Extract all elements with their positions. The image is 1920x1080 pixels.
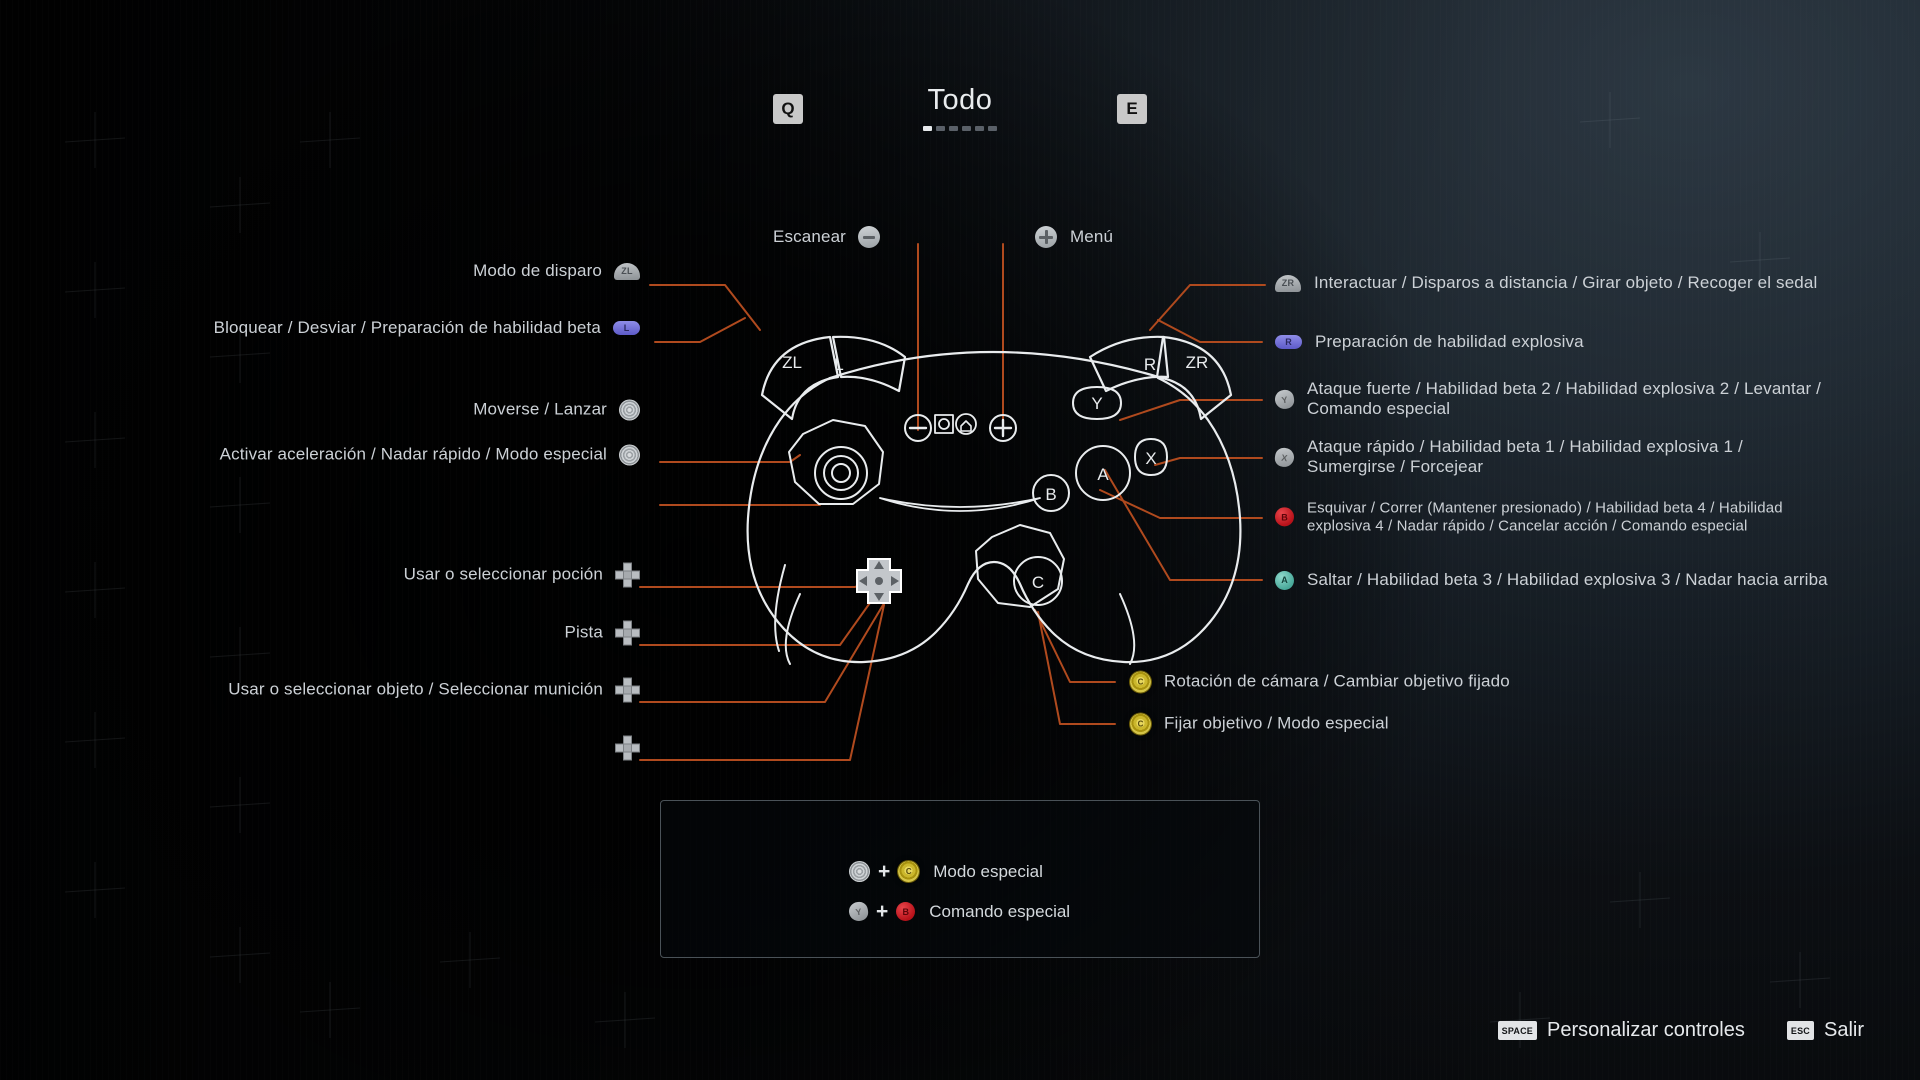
binding-label: Modo de disparo	[473, 260, 602, 280]
binding-row-left-6[interactable]: Usar o seleccionar objeto / Seleccionar …	[140, 677, 640, 703]
footer-action-label: Personalizar controles	[1547, 1019, 1745, 1041]
dpad-left-icon	[615, 620, 640, 646]
button-y-icon: Y	[847, 900, 870, 923]
footer-key-cap: ESC	[1786, 1021, 1814, 1040]
binding-row-right-1[interactable]: R Preparación de habilidad explosiva	[1275, 332, 1835, 352]
page-title: Todo	[927, 84, 993, 116]
page-dot	[949, 126, 958, 131]
footer-action-label: Salir	[1823, 1019, 1864, 1041]
binding-row-right-5[interactable]: A Saltar / Habilidad beta 3 / Habilidad e…	[1275, 570, 1835, 590]
binding-label: Preparación de habilidad explosiva	[1315, 331, 1584, 351]
trigger-zr-icon: ZR	[1275, 274, 1301, 292]
binding-row-left-4[interactable]: Usar o seleccionar poción	[140, 562, 640, 588]
combo-label: Comando especial	[929, 901, 1071, 921]
prev-category-key[interactable]: Q	[773, 93, 803, 124]
binding-row-left-1[interactable]: Bloquear / Desviar / Preparación de habi…	[140, 318, 640, 338]
binding-label: Activar aceleración / Nadar rápido / Mod…	[219, 444, 607, 464]
combo-row-0: + C Modo especial	[849, 861, 1043, 882]
top-label-text: Menú	[1070, 226, 1114, 246]
binding-label: Usar o seleccionar poción	[403, 564, 603, 584]
binding-label: Fijar objetivo / Modo especial	[1164, 713, 1389, 733]
binding-label: Usar o seleccionar objeto / Seleccionar …	[228, 679, 603, 699]
binding-row-right-0[interactable]: ZR Interactuar / Disparos a distancia / G…	[1275, 273, 1835, 293]
binding-row-left-7[interactable]	[140, 735, 640, 761]
binding-label: Interactuar / Disparos a distancia / Gir…	[1314, 272, 1818, 292]
binding-label: Ataque rápido / Habilidad beta 1 / Habil…	[1307, 436, 1743, 476]
binding-label: Ataque fuerte / Habilidad beta 2 / Habil…	[1307, 378, 1822, 418]
binding-label: Moverse / Lanzar	[473, 399, 607, 419]
bumper-l-icon: L	[613, 320, 640, 335]
bumper-r-icon: R	[1275, 334, 1302, 349]
combo-label: Modo especial	[933, 861, 1043, 881]
binding-row-right-4[interactable]: B Esquivar / Correr (Mantener presionado)…	[1275, 499, 1835, 534]
binding-label: Saltar / Habilidad beta 3 / Habilidad ex…	[1307, 569, 1828, 589]
binding-label: Pista	[564, 622, 603, 642]
button-a-icon: A	[1275, 570, 1294, 590]
c-stick-icon: C	[1130, 671, 1151, 693]
c-stick-icon: C	[898, 861, 920, 882]
minus-button-icon	[858, 226, 880, 248]
combo-row-1: Y + B Comando especial	[847, 900, 1071, 923]
page-dot	[975, 126, 984, 131]
button-b-icon: B	[896, 902, 916, 921]
page-dot	[988, 126, 997, 131]
binding-row-camera-1[interactable]: C Fijar objetivo / Modo especial	[1130, 713, 1730, 735]
footer-action-1[interactable]: ESC Salir	[1786, 1019, 1864, 1042]
page-indicator-dots	[923, 126, 997, 131]
binding-row-left-0[interactable]: Modo de disparo ZL	[140, 261, 640, 281]
left-stick-icon	[849, 861, 870, 882]
header: Q Todo E	[0, 86, 1920, 131]
page-dot	[923, 126, 932, 131]
top-label-escanear: Escanear	[560, 226, 880, 248]
c-stick-press-icon: C	[1130, 713, 1151, 735]
binding-row-left-2[interactable]: Moverse / Lanzar	[140, 399, 640, 421]
binding-label: Rotación de cámara / Cambiar objetivo fi…	[1164, 671, 1510, 691]
binding-row-right-3[interactable]: X Ataque rápido / Habilidad beta 1 / Habi…	[1273, 436, 1835, 477]
top-label-text: Escanear	[772, 226, 846, 246]
left-stick-press-icon	[619, 444, 640, 466]
button-x-icon: X	[1273, 446, 1296, 468]
top-label-menu: Menú	[1035, 226, 1113, 248]
header-center: Todo	[923, 86, 997, 131]
next-category-key[interactable]: E	[1117, 93, 1147, 124]
binding-label: Esquivar / Correr (Mantener presionado) …	[1307, 499, 1783, 534]
dpad-right-icon	[615, 677, 640, 703]
combo-plus-sign: +	[876, 900, 889, 923]
footer-action-0[interactable]: SPACE Personalizar controles	[1497, 1019, 1745, 1042]
binding-row-left-3[interactable]: Activar aceleración / Nadar rápido / Mod…	[140, 444, 640, 466]
trigger-zl-icon: ZL	[614, 262, 640, 280]
binding-label: Bloquear / Desviar / Preparación de habi…	[213, 317, 601, 337]
page-dot	[962, 126, 971, 131]
dpad-down-icon	[615, 735, 640, 761]
page-dot	[936, 126, 945, 131]
binding-row-camera-0[interactable]: C Rotación de cámara / Cambiar objetivo f…	[1130, 671, 1730, 693]
footer-key-cap: SPACE	[1497, 1021, 1537, 1040]
combo-plus-sign: +	[878, 860, 891, 883]
footer: SPACE Personalizar controles ESC Salir	[1497, 1019, 1864, 1042]
binding-row-right-2[interactable]: Y Ataque fuerte / Habilidad beta 2 / Habi…	[1273, 378, 1835, 419]
binding-row-left-5[interactable]: Pista	[140, 620, 640, 646]
plus-button-icon	[1035, 226, 1057, 248]
button-y-icon: Y	[1273, 388, 1296, 410]
left-stick-icon	[619, 399, 640, 421]
button-b-icon: B	[1275, 507, 1294, 527]
dpad-up-icon	[615, 562, 640, 588]
